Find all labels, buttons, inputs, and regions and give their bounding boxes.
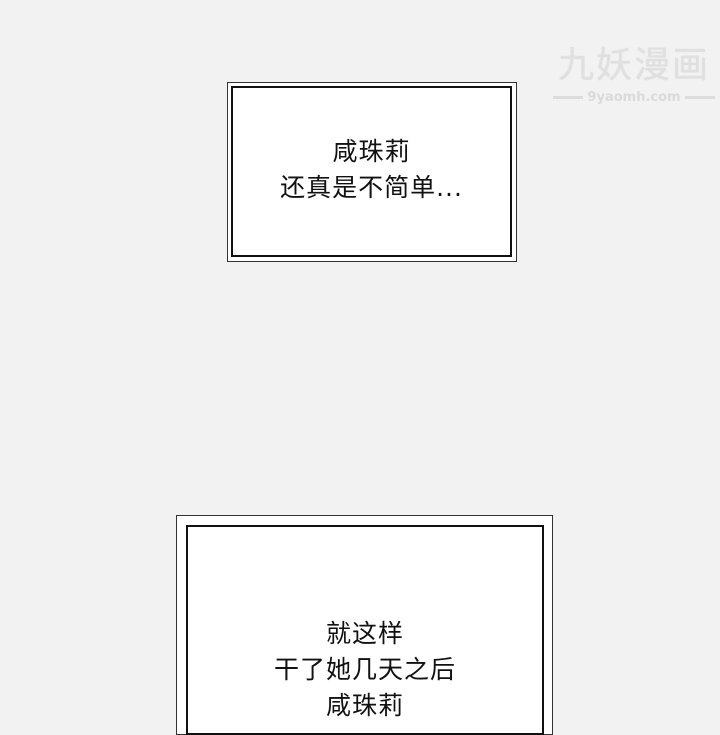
caption-line: 干了她几天之后 — [273, 655, 456, 684]
watermark-title: 九妖漫画 — [557, 45, 710, 86]
caption-line: 就这样 — [325, 619, 404, 648]
caption-box-2: 就这样 干了她几天之后 咸珠莉 — [186, 525, 544, 735]
caption-box-2-text: 就这样 干了她几天之后 咸珠莉 — [188, 616, 542, 724]
caption-box-1: 咸珠莉 还真是不简单... — [231, 86, 512, 257]
watermark: 九妖漫画 9yaomh.com — [548, 46, 720, 105]
caption-line: 还真是不简单... — [280, 173, 463, 202]
caption-line: 咸珠莉 — [332, 137, 411, 166]
watermark-url-row: 9yaomh.com — [548, 90, 720, 105]
watermark-rule-left — [553, 96, 584, 99]
caption-line: 咸珠莉 — [325, 691, 404, 720]
caption-box-1-text: 咸珠莉 还真是不简单... — [233, 134, 510, 206]
watermark-url: 9yaomh.com — [587, 90, 681, 105]
watermark-rule-right — [684, 96, 715, 99]
